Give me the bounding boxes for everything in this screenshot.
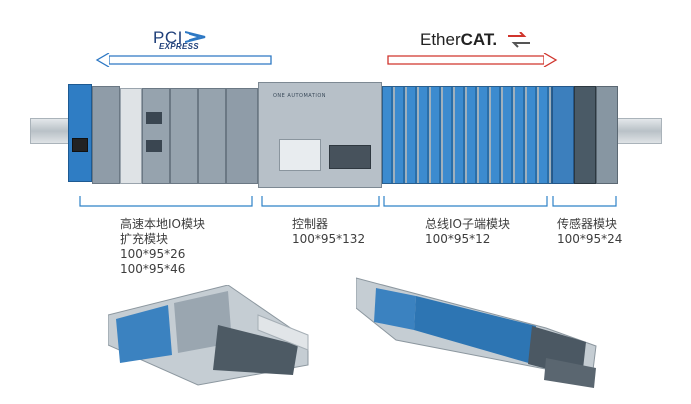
ethercat-direction-arrow [387, 53, 558, 67]
serial-port-icon [146, 112, 162, 124]
ethernet-port-icon [72, 138, 88, 152]
label-line: 100*95*26 [120, 247, 186, 261]
io-module [142, 88, 170, 184]
ethercat-logo-bold: CAT. [460, 30, 498, 49]
label-bus-io: 总线IO子端模块 100*95*12 [425, 217, 535, 247]
label-line: 高速本地IO模块 [120, 217, 205, 231]
label-local-io: 高速本地IO模块 扩充模块 100*95*26 100*95*46 [120, 217, 260, 277]
controller-module: ONE AUTOMATION [258, 82, 382, 188]
io-module [198, 88, 226, 184]
pci-logo-text: PCI [153, 28, 183, 47]
label-line: 扩充模块 [120, 232, 169, 246]
product-photo-bus-io [356, 277, 597, 388]
controller-connector [329, 145, 371, 169]
controller-port-block [279, 139, 321, 171]
local-io-module-group [68, 80, 258, 188]
label-line: 100*95*12 [425, 232, 491, 246]
bracket-sensor [552, 196, 617, 207]
ethercat-logo: EtherCAT. [420, 30, 530, 54]
express-logo-text: EXPRESS [159, 42, 199, 51]
io-module [92, 86, 120, 184]
label-sensor: 传感器模块 100*95*24 [557, 217, 647, 247]
label-line: 100*95*46 [120, 262, 186, 276]
sensor-module [596, 86, 618, 184]
bracket-local-io [79, 196, 253, 207]
ethercat-logo-text: Ether [420, 30, 461, 49]
io-module [120, 88, 142, 184]
pci-chevron-icon [185, 31, 206, 43]
bus-io-terminal-group [382, 86, 552, 184]
label-line: 传感器模块 [557, 217, 618, 231]
io-module [170, 88, 198, 184]
label-line: 控制器 [292, 217, 329, 231]
label-line: 总线IO子端模块 [425, 217, 510, 231]
pci-direction-arrow [95, 53, 272, 67]
serial-port-icon [146, 140, 162, 152]
label-line: 100*95*132 [292, 232, 366, 246]
product-photo-local-io [108, 285, 309, 386]
bracket-bus-io [383, 196, 548, 207]
label-controller: 控制器 100*95*132 [292, 217, 382, 247]
head-module-blue [68, 84, 92, 182]
bracket-controller [261, 196, 380, 207]
ethercat-arrows-icon [508, 32, 530, 48]
controller-brand: ONE AUTOMATION [273, 93, 327, 99]
sensor-module [552, 86, 574, 184]
pci-express-logo: PCI EXPRESS [153, 28, 223, 52]
sensor-module [574, 86, 596, 184]
group-brackets [79, 196, 617, 207]
label-line: 100*95*24 [557, 232, 623, 246]
io-module [226, 88, 258, 184]
sensor-module-group [552, 86, 618, 186]
